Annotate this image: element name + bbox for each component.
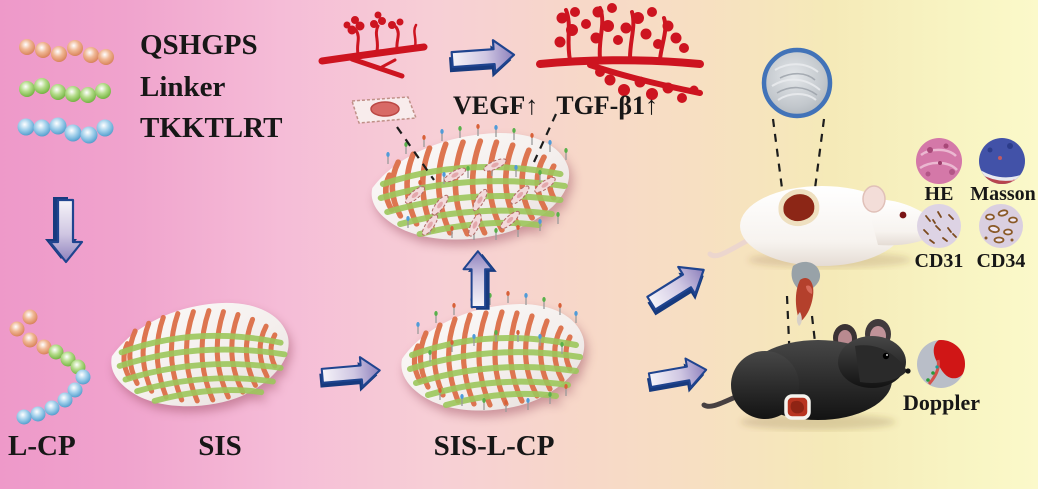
sis-label: SIS (198, 430, 242, 462)
sis-l-cp-label: SIS-L-CP (433, 430, 555, 462)
arrow-to-rat-icon (638, 255, 716, 324)
up-arrow-icon (462, 250, 498, 311)
linker-chain-icon (19, 78, 111, 103)
tgf-label: TGF-β1↑ (556, 91, 659, 120)
vessel-dense-icon (536, 3, 704, 103)
sis-scaffold-icon (111, 303, 288, 406)
angiogenesis-arrow-icon (446, 37, 517, 82)
l-cp-label: L-CP (8, 430, 76, 462)
down-arrow-icon (43, 195, 84, 264)
legend-label-tkktlrt: TKKTLRT (140, 112, 283, 144)
vegf-label: VEGF↑ (453, 91, 539, 120)
cd34-stain-image (979, 204, 1023, 248)
legend-label-qshgps: QSHGPS (140, 29, 258, 61)
tkktlrt-chain-icon (17, 117, 114, 144)
cd31-stain-image (917, 204, 961, 248)
masson-label: Masson (970, 183, 1036, 205)
doppler-label: Doppler (903, 390, 980, 415)
tissue-flap-image (791, 261, 821, 326)
qshgps-chain-icon (19, 39, 114, 65)
arrow-to-mouse-icon (643, 354, 711, 401)
sis-membrane-photo (761, 47, 833, 119)
vessel-sparse-icon (318, 11, 428, 79)
doppler-image (917, 340, 965, 388)
legend-label-linker: Linker (140, 71, 226, 103)
cell-icon (350, 96, 418, 124)
l-cp-peptide-icon (9, 309, 91, 425)
cd34-label: CD34 (976, 250, 1026, 272)
he-stain-image (916, 138, 962, 184)
cd31-label: CD31 (914, 250, 964, 272)
growth-factor-labels: VEGF↑ TGF-β1↑ (453, 91, 659, 120)
black-mouse-image (701, 319, 911, 430)
right-arrow-icon (317, 354, 383, 397)
he-label: HE (924, 183, 954, 205)
sis-l-cp-scaffold-icon (401, 304, 584, 411)
